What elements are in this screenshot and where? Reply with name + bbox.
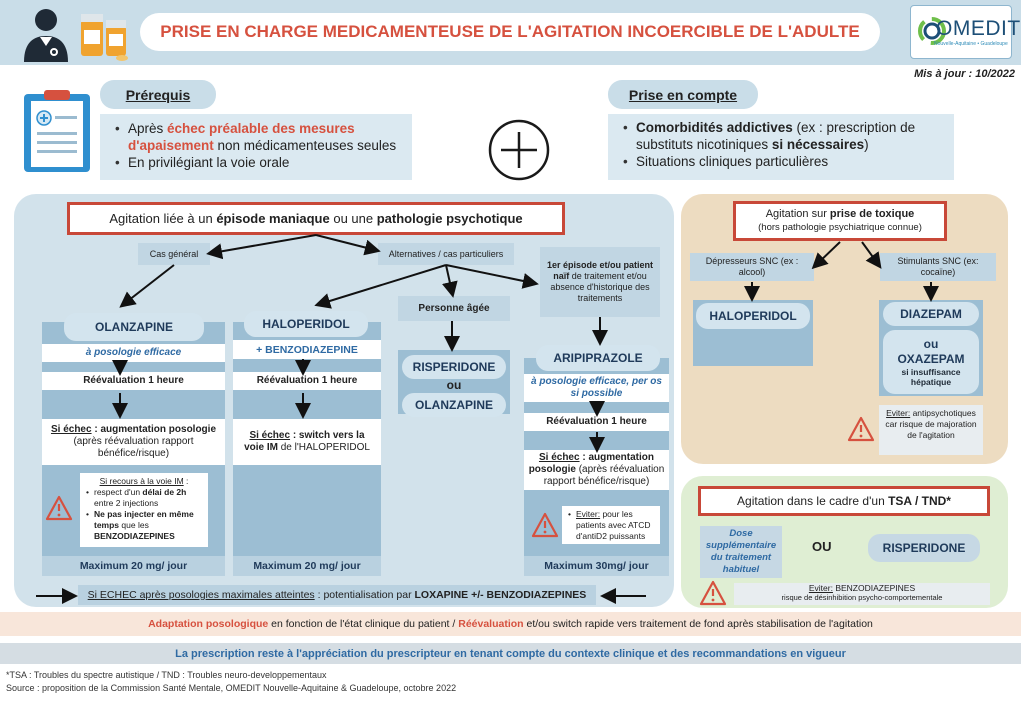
oxazepam-block: ou OXAZEPAM si insuffisance hépatique	[883, 330, 979, 394]
prereq-item-1: Après échec préalable des mesures d'apai…	[115, 120, 406, 154]
toxic-warning: Eviter: antipsychotiques car risque de m…	[879, 405, 983, 455]
footnote-source: Source : proposition de la Commission Sa…	[6, 683, 457, 693]
prereq-box: Après échec préalable des mesures d'apai…	[100, 114, 412, 180]
haloperidol-reeval: Réévaluation 1 heure	[233, 372, 381, 390]
consider-item-1: Comorbidités addictives (ex : prescripti…	[623, 119, 948, 153]
page-title: PRISE EN CHARGE MEDICAMENTEUSE DE L'AGIT…	[140, 13, 880, 51]
clipboard-icon	[22, 88, 92, 174]
prereq-item-2: En privilégiant la voie orale	[115, 154, 406, 171]
toxic-haloperidol-name: HALOPERIDOL	[696, 303, 810, 329]
olanzapine-failure: Si échec : augmentation posologie (après…	[42, 419, 225, 465]
risperidone-name: RISPERIDONE	[402, 355, 506, 379]
olanzapine-dose: à posologie efficace	[42, 344, 225, 362]
olanzapine-alt-name: OLANZAPINE	[402, 393, 506, 417]
aripiprazole-failure: Si échec : augmentation posologie (après…	[524, 450, 669, 490]
doctor-icon	[20, 6, 72, 62]
footnote-abbrev: *TSA : Troubles du spectre autistique / …	[6, 670, 327, 680]
logo-word: OMEDIT	[936, 17, 1021, 40]
elderly-label: Personne âgée	[398, 296, 510, 321]
aripiprazole-warning: Eviter: pour les patients avec ATCD d'an…	[562, 506, 660, 544]
olanzapine-max: Maximum 20 mg/ jour	[42, 556, 225, 576]
alternatives-label: Alternatives / cas particuliers	[378, 243, 514, 265]
plus-circle-icon	[487, 118, 551, 182]
warning-icon	[846, 414, 876, 444]
tsa-risperidone: RISPERIDONE	[868, 534, 980, 562]
prereq-title: Prérequis	[100, 80, 216, 109]
haloperidol-failure: Si échec : switch vers la voie IM de l'H…	[233, 419, 381, 465]
tsa-title: Agitation dans le cadre d'un TSA / TND*	[698, 486, 990, 516]
psy-title: Agitation liée à un épisode maniaque ou …	[67, 202, 565, 235]
omedit-logo	[910, 5, 1012, 59]
aripiprazole-dose: à posologie efficace, per os si possible	[524, 374, 669, 402]
olanzapine-name: OLANZAPINE	[64, 313, 204, 341]
consider-item-2: Situations cliniques particulières	[623, 153, 948, 170]
haloperidol-max: Maximum 20 mg/ jour	[233, 556, 381, 576]
haloperidol-name: HALOPERIDOL	[244, 311, 368, 337]
pill-bottles-icon	[78, 6, 133, 62]
consider-box: Comorbidités addictives (ex : prescripti…	[608, 114, 954, 180]
first-episode-label: 1er épisode et/ou patient naïf de traite…	[540, 247, 660, 317]
aripiprazole-max: Maximum 30mg/ jour	[524, 556, 669, 576]
elderly-or: ou	[446, 378, 462, 392]
stimulants-label: Stimulants SNC (ex: cocaïne)	[880, 253, 996, 281]
tsa-dose-box: Dose supplémentaire du traitement habitu…	[700, 526, 782, 578]
olanzapine-reeval: Réévaluation 1 heure	[42, 372, 225, 390]
update-date: Mis à jour : 10/2022	[914, 68, 1015, 80]
diazepam-name: DIAZEPAM	[883, 302, 979, 326]
haloperidol-plus: + BENZODIAZEPINE	[233, 340, 381, 359]
general-case-label: Cas général	[138, 243, 210, 265]
consider-title: Prise en compte	[608, 80, 758, 109]
warning-icon	[44, 493, 74, 523]
adaptation-banner: Adaptation posologique en fonction de l'…	[0, 612, 1021, 636]
logo-subtitle: Nouvelle-Aquitaine • Guadeloupe	[934, 41, 1008, 47]
aripiprazole-name: ARIPIPRAZOLE	[536, 345, 660, 371]
aripiprazole-reeval: Réévaluation 1 heure	[524, 413, 669, 431]
prescription-banner: La prescription reste à l'appréciation d…	[0, 643, 1021, 664]
escalation-box: Si ECHEC après posologies maximales atte…	[78, 585, 596, 605]
olanzapine-warning: Si recours à la voie IM : respect d'un d…	[80, 473, 208, 547]
tsa-warning: Eviter: BENZODIAZEPINES risque de désinh…	[734, 583, 990, 605]
toxic-title: Agitation sur prise de toxique (hors pat…	[733, 201, 947, 241]
warning-icon	[530, 510, 560, 540]
tsa-or: OU	[812, 539, 832, 554]
depressants-label: Dépresseurs SNC (ex : alcool)	[690, 253, 814, 281]
warning-icon	[698, 580, 728, 606]
